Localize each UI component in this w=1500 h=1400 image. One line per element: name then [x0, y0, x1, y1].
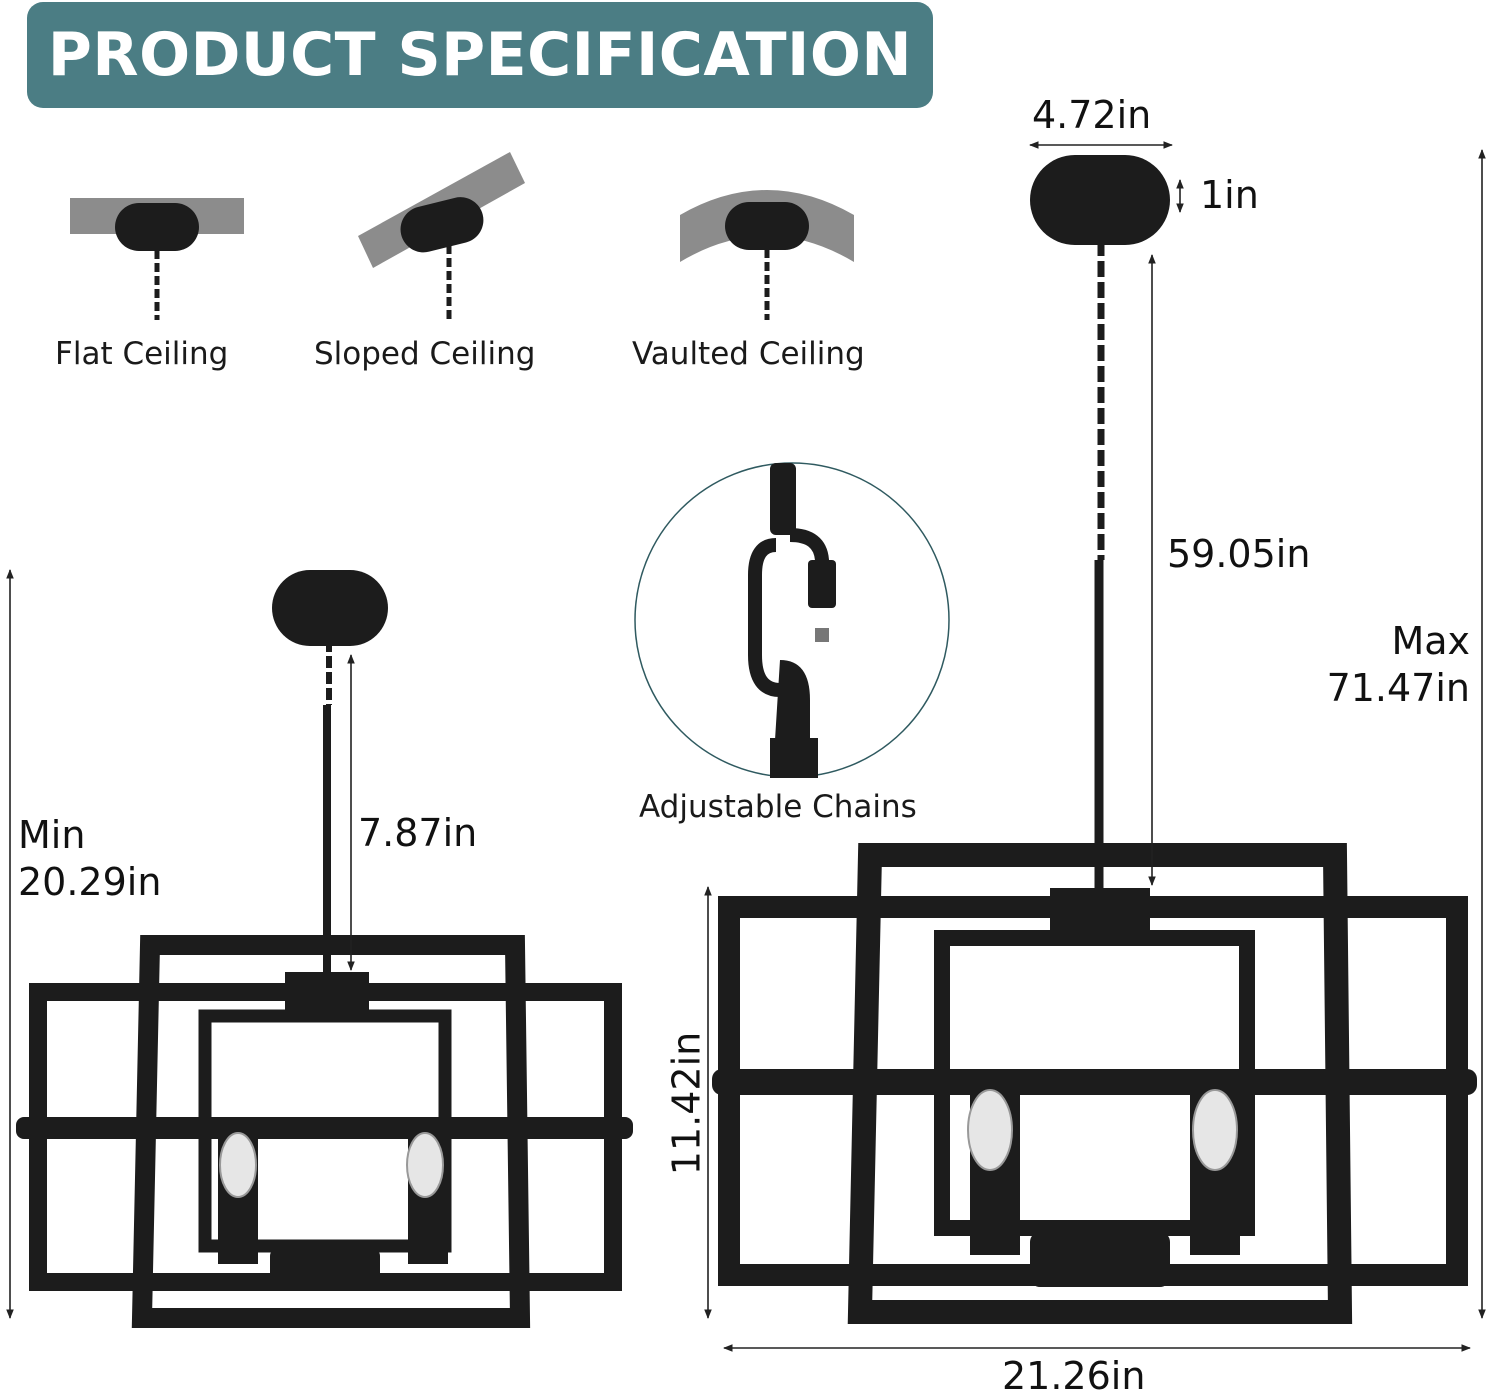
max-height-label: Max 71.47in — [1312, 618, 1470, 712]
body-height-label: 11.42in — [664, 1031, 709, 1176]
flat-ceiling-label: Flat Ceiling — [55, 336, 229, 372]
min-height-value: 20.29in — [18, 860, 162, 904]
adjustable-chains-label: Adjustable Chains — [639, 789, 917, 825]
rod-length-label: 7.87in — [358, 811, 478, 855]
dimension-lines — [6, 141, 1486, 1352]
chain-length-label: 59.05in — [1167, 532, 1311, 576]
sloped-ceiling-icon — [358, 152, 525, 320]
chain-detail-circle — [634, 462, 950, 778]
max-height-caption: Max — [1391, 619, 1470, 663]
max-height-value: 71.47in — [1326, 666, 1470, 710]
fixture-max — [712, 155, 1477, 1324]
sloped-ceiling-label: Sloped Ceiling — [314, 336, 536, 372]
fixture-min — [16, 570, 633, 1328]
page-title: PRODUCT SPECIFICATION — [47, 20, 913, 90]
title-banner: PRODUCT SPECIFICATION — [27, 2, 933, 108]
min-height-caption: Min — [18, 813, 86, 857]
min-height-label: Min 20.29in — [18, 812, 161, 906]
vaulted-ceiling-label: Vaulted Ceiling — [632, 336, 865, 372]
canopy-height-label: 1in — [1200, 173, 1259, 217]
flat-ceiling-icon — [70, 198, 244, 320]
vaulted-ceiling-icon — [680, 190, 854, 320]
body-width-label: 21.26in — [1002, 1354, 1146, 1398]
canopy-width-label: 4.72in — [1032, 93, 1152, 137]
